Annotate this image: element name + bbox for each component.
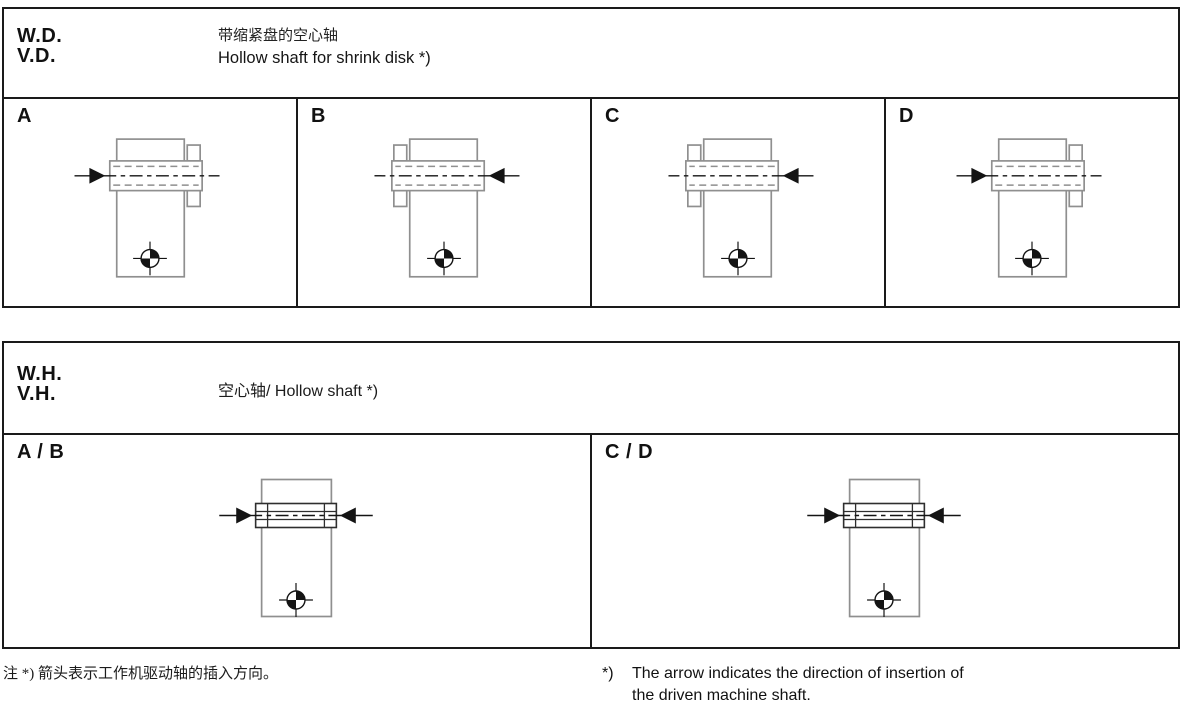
shrink-disk-tab-bottom: [186, 189, 202, 208]
insertion-arrow-right-head: [339, 507, 356, 524]
gearbox-diagram-a: [74, 138, 220, 278]
insertion-arrow-head: [782, 167, 799, 184]
insertion-arrow-head: [89, 167, 106, 184]
description-mixed: 空心轴/ Hollow shaft *): [218, 383, 379, 400]
output-shaft-mark: [279, 583, 313, 617]
output-shaft-mark: [133, 241, 167, 276]
table-hollow-shaft-variants: W.H. V.H. 空心轴/ Hollow shaft *) A / B C /…: [2, 341, 1180, 649]
insertion-arrow-right-head: [927, 507, 944, 524]
table-wh-description: 空心轴/ Hollow shaft *): [218, 381, 378, 403]
shrink-disk-tab-bottom: [392, 189, 408, 208]
type-code-wd: W.D.: [17, 25, 63, 47]
footnote-marker: *): [602, 665, 614, 682]
footnote-zh: 注 *) 箭头表示工作机驱动轴的插入方向。: [3, 666, 278, 682]
cell-label-a: A: [17, 105, 32, 127]
table-wh-cells: A / B C / D: [4, 435, 1178, 647]
shrink-disk-tab-bottom: [1068, 189, 1084, 208]
insertion-arrow-left-head: [236, 507, 253, 524]
description-zh: 带缩紧盘的空心轴: [218, 28, 339, 44]
gearbox-diagram-ab: [219, 478, 373, 618]
insertion-arrow-head: [488, 167, 505, 184]
shrink-disk-tab-top: [686, 144, 702, 162]
type-code-vh: V.H.: [17, 383, 57, 405]
insertion-arrow-left-head: [824, 507, 841, 524]
type-code-vd: V.D.: [17, 45, 57, 67]
output-shaft-mark: [427, 241, 461, 276]
cell-variant-d: D: [884, 99, 1178, 306]
cell-variant-ab: A / B: [4, 435, 590, 647]
cell-label-cd: C / D: [605, 441, 654, 463]
cell-variant-b: B: [296, 99, 590, 306]
output-shaft-mark: [1015, 241, 1049, 276]
description-en: Hollow shaft for shrink disk *): [218, 49, 431, 67]
shrink-disk-tab-top: [392, 144, 408, 162]
type-code-wh: W.H.: [17, 363, 63, 385]
gearbox-diagram-cd: [807, 478, 961, 618]
footnote-en: *) The arrow indicates the direction of …: [602, 663, 964, 706]
cell-variant-cd: C / D: [590, 435, 1178, 647]
gearbox-diagram-c: [668, 138, 814, 278]
cell-label-ab: A / B: [17, 441, 65, 463]
cell-variant-c: C: [590, 99, 884, 306]
gearbox-diagram-d: [956, 138, 1102, 278]
gearbox-diagram-b: [374, 138, 520, 278]
footnote-en-text: The arrow indicates the direction of ins…: [632, 663, 964, 706]
shrink-disk-tab-bottom: [686, 189, 702, 208]
shrink-disk-tab-top: [186, 144, 202, 162]
insertion-arrow-head: [971, 167, 988, 184]
table-shrink-disk-variants: W.D. V.D. 带缩紧盘的空心轴 Hollow shaft for shri…: [2, 7, 1180, 308]
cell-variant-a: A: [4, 99, 296, 306]
table-wd-header: W.D. V.D. 带缩紧盘的空心轴 Hollow shaft for shri…: [4, 9, 1178, 99]
footnote-en-line2: the driven machine shaft.: [632, 686, 811, 704]
cell-label-b: B: [311, 105, 326, 127]
shrink-disk-tab-top: [1068, 144, 1084, 162]
cell-label-d: D: [899, 105, 914, 127]
output-shaft-mark: [867, 583, 901, 617]
footnote-en-line1: The arrow indicates the direction of ins…: [632, 665, 964, 682]
output-shaft-mark: [721, 241, 755, 276]
cell-label-c: C: [605, 105, 620, 127]
type-codes-wd: W.D. V.D.: [17, 26, 62, 66]
table-wd-description: 带缩紧盘的空心轴 Hollow shaft for shrink disk *): [218, 26, 431, 69]
table-wd-cells: A B C: [4, 99, 1178, 306]
type-codes-wh: W.H. V.H.: [17, 364, 62, 404]
table-wh-header: W.H. V.H. 空心轴/ Hollow shaft *): [4, 343, 1178, 435]
